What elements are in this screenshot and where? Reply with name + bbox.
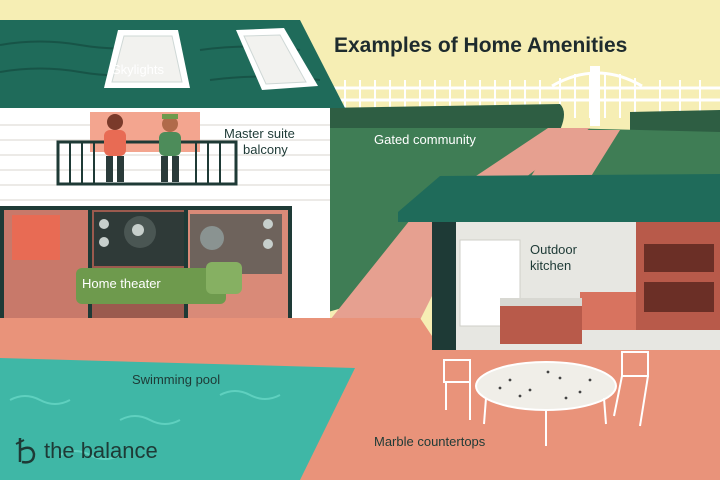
patio-chair-left — [443, 359, 471, 420]
label-outdoor-kitchen: Outdoor kitchen — [530, 242, 577, 273]
the-balance-logo: the balance — [14, 434, 158, 468]
the-balance-logo-icon — [15, 438, 36, 464]
label-gated-community: Gated community — [374, 132, 476, 147]
person-left — [104, 114, 126, 182]
couch — [76, 268, 226, 304]
kitchen-roof — [398, 174, 720, 222]
person-right — [159, 114, 181, 182]
page-title: Examples of Home Amenities — [334, 34, 628, 57]
patio-chair-right — [613, 351, 649, 427]
balcony-railing — [56, 140, 238, 186]
label-marble-countertops: Marble countertops — [374, 434, 486, 449]
label-master-suite-balcony: Master suite balcony — [224, 126, 295, 157]
hedge-right — [630, 110, 720, 134]
logo-text: the balance — [44, 438, 158, 463]
label-skylights: Skylights — [112, 62, 165, 77]
hedge-left — [320, 104, 564, 130]
kitchen-cabinet — [636, 222, 720, 330]
label-swimming-pool: Swimming pool — [132, 372, 221, 387]
label-home-theater: Home theater — [82, 276, 161, 291]
swimming-pool — [0, 358, 355, 480]
kitchen-island — [500, 302, 582, 344]
marble-table — [475, 361, 617, 411]
